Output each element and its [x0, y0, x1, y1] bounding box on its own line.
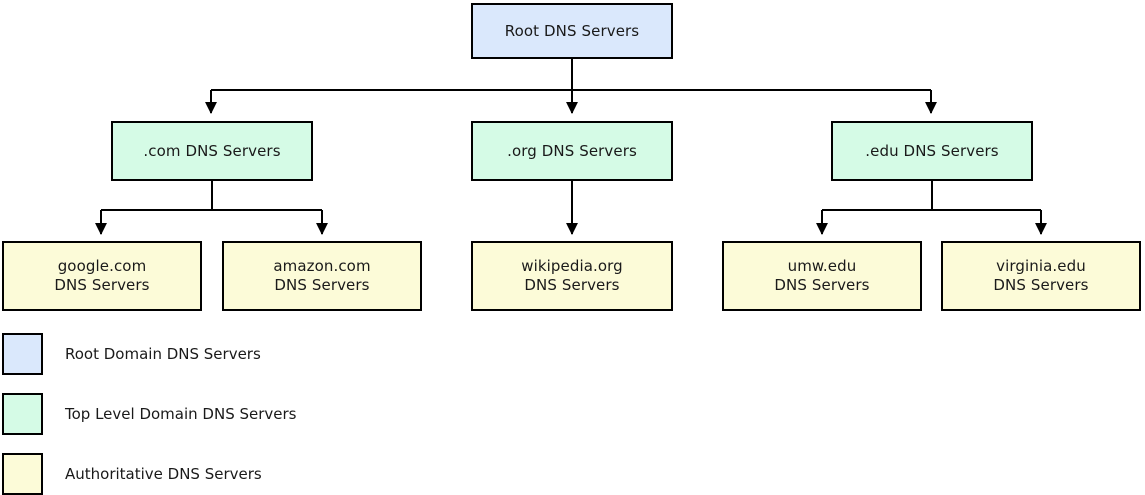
legend-item-root-domain: Root Domain DNS Servers	[2, 333, 261, 375]
legend-item-top-level-domain: Top Level Domain DNS Servers	[2, 393, 296, 435]
node-umw-edu-dns-servers[interactable]: umw.edu DNS Servers	[722, 241, 922, 311]
node-wikipedia-org-dns-servers[interactable]: wikipedia.org DNS Servers	[471, 241, 673, 311]
legend-swatch-root-icon	[2, 333, 43, 375]
node-amazon-com-dns-servers[interactable]: amazon.com DNS Servers	[222, 241, 422, 311]
node-org-dns-servers[interactable]: .org DNS Servers	[471, 121, 673, 181]
node-com-dns-servers[interactable]: .com DNS Servers	[111, 121, 313, 181]
node-google-com-dns-servers[interactable]: google.com DNS Servers	[2, 241, 202, 311]
legend-swatch-tld-icon	[2, 393, 43, 435]
node-virginia-edu-dns-servers[interactable]: virginia.edu DNS Servers	[941, 241, 1141, 311]
legend-label-authoritative: Authoritative DNS Servers	[65, 464, 262, 483]
legend-swatch-authoritative-icon	[2, 453, 43, 495]
node-edu-dns-servers[interactable]: .edu DNS Servers	[831, 121, 1033, 181]
legend-label-top-level-domain: Top Level Domain DNS Servers	[65, 404, 297, 423]
legend-item-authoritative: Authoritative DNS Servers	[2, 453, 262, 495]
legend-label-root-domain: Root Domain DNS Servers	[65, 344, 261, 363]
node-root-dns-servers[interactable]: Root DNS Servers	[471, 3, 673, 59]
